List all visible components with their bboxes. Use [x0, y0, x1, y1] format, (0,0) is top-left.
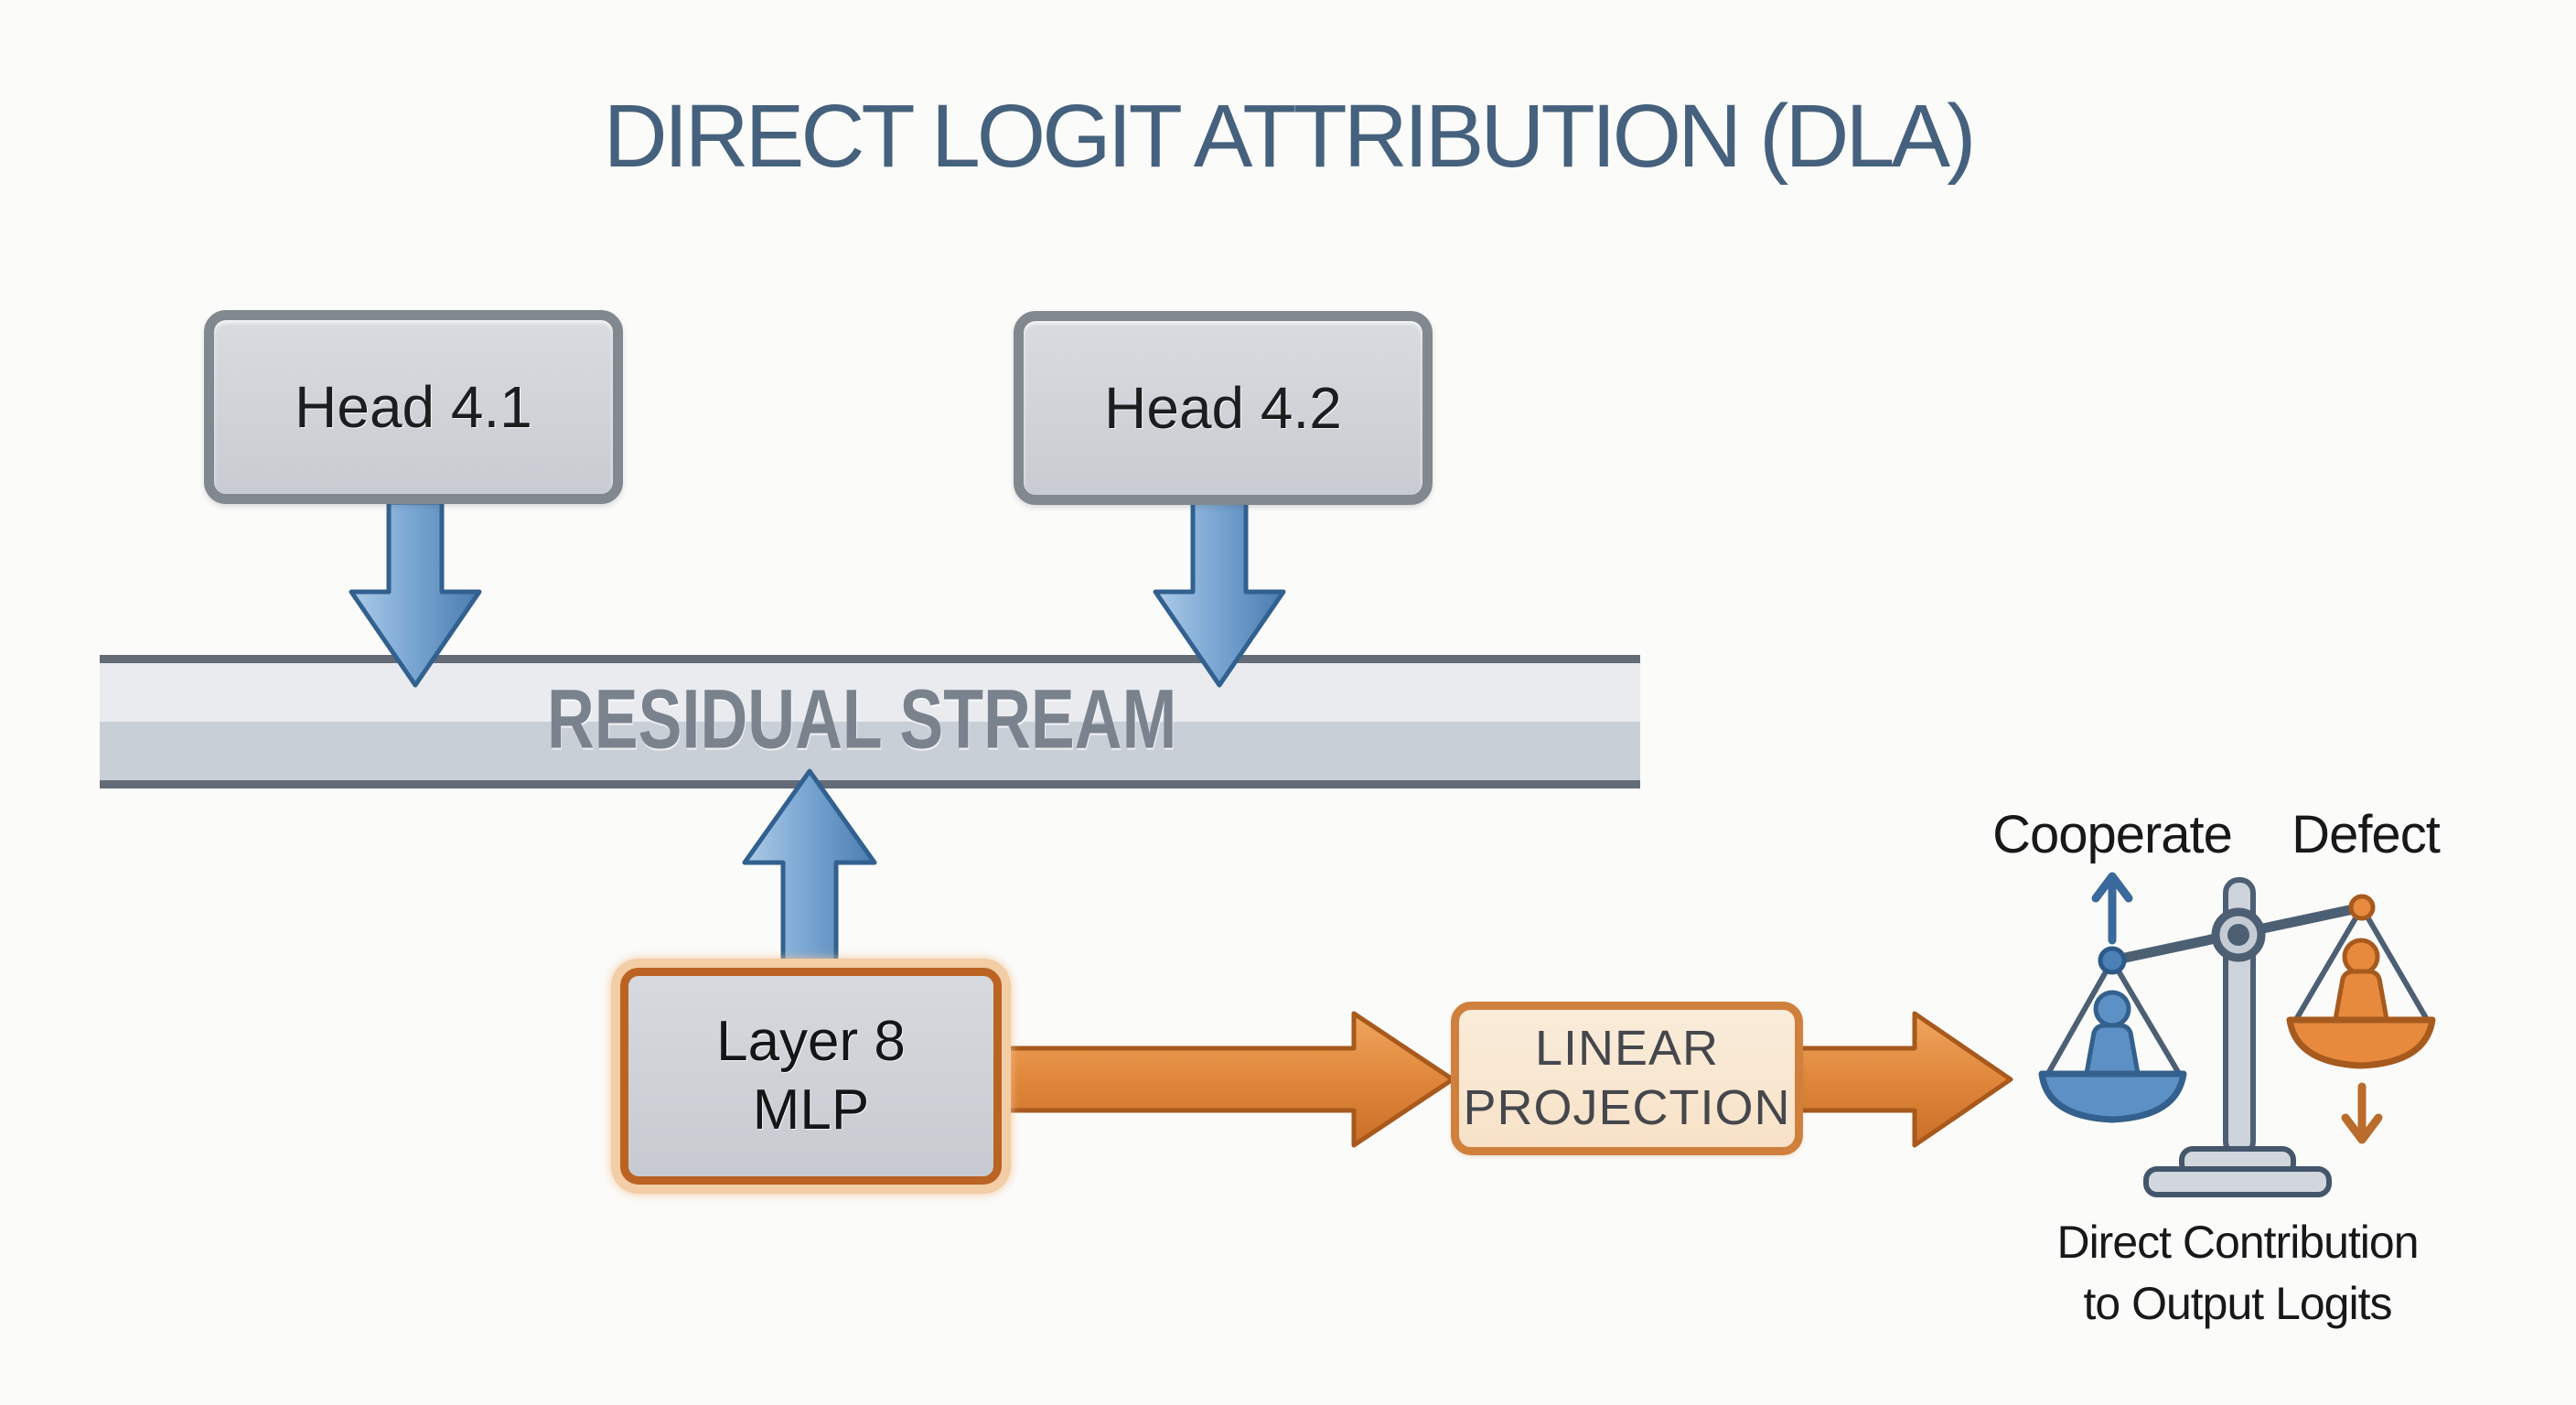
- scale-pivot-inner: [2227, 924, 2249, 946]
- orange-arrow-projection-to-logits-icon: [1798, 1011, 2013, 1148]
- beam-end-blue-knob: [2098, 946, 2127, 975]
- layer8-mlp-box-inner: Layer 8 MLP: [620, 968, 1002, 1185]
- cooperate-weight-body-icon: [2083, 1023, 2141, 1081]
- cooperate-pan-icon: [2038, 1070, 2187, 1123]
- page-title: DIRECT LOGIT ATTRIBUTION (DLA): [603, 86, 1977, 186]
- caption-line1: Direct Contribution: [2056, 1217, 2419, 1268]
- cooperate-weight-head-icon: [2093, 990, 2131, 1028]
- caption-line2: to Output Logits: [2083, 1278, 2392, 1329]
- head-4-1-box: Head 4.1: [204, 310, 623, 504]
- output-logits-caption: Direct Contribution to Output Logits: [2056, 1212, 2419, 1335]
- residual-stream-bar: RESIDUAL STREAM: [100, 655, 1640, 788]
- residual-stream-label: RESIDUAL STREAM: [546, 672, 1177, 767]
- blue-up-arrow-mlp-icon: [742, 768, 877, 971]
- cooperate-up-arrow-head-icon: [2091, 872, 2133, 903]
- head-4-1-label: Head 4.1: [295, 374, 532, 440]
- head-4-2-label: Head 4.2: [1104, 375, 1342, 441]
- layer8-mlp-box: Layer 8 MLP: [611, 959, 1011, 1194]
- balance-scale-icon: [2038, 872, 2436, 1197]
- defect-pan-icon: [2286, 1016, 2436, 1069]
- mlp-label-line1: Layer 8: [716, 1010, 906, 1074]
- cooperate-label: Cooperate: [1992, 805, 2233, 864]
- linear-projection-label-line1: LINEAR: [1534, 1021, 1720, 1077]
- blue-down-arrow-head2-icon: [1153, 499, 1286, 688]
- head-4-2-box: Head 4.2: [1014, 311, 1433, 505]
- scale-base-lower: [2143, 1166, 2332, 1197]
- defect-down-arrow-head-icon: [2341, 1113, 2383, 1144]
- defect-weight-head-icon: [2342, 938, 2380, 976]
- defect-label: Defect: [2292, 805, 2441, 864]
- defect-weight-body-icon: [2332, 969, 2390, 1027]
- blue-down-arrow-head1-icon: [349, 499, 482, 688]
- linear-projection-label-line2: PROJECTION: [1463, 1080, 1791, 1135]
- beam-end-orange-knob: [2348, 894, 2376, 921]
- linear-projection-box: LINEAR PROJECTION: [1451, 1002, 1803, 1155]
- mlp-label-line2: MLP: [752, 1078, 870, 1142]
- orange-arrow-mlp-to-projection-icon: [1004, 1011, 1455, 1148]
